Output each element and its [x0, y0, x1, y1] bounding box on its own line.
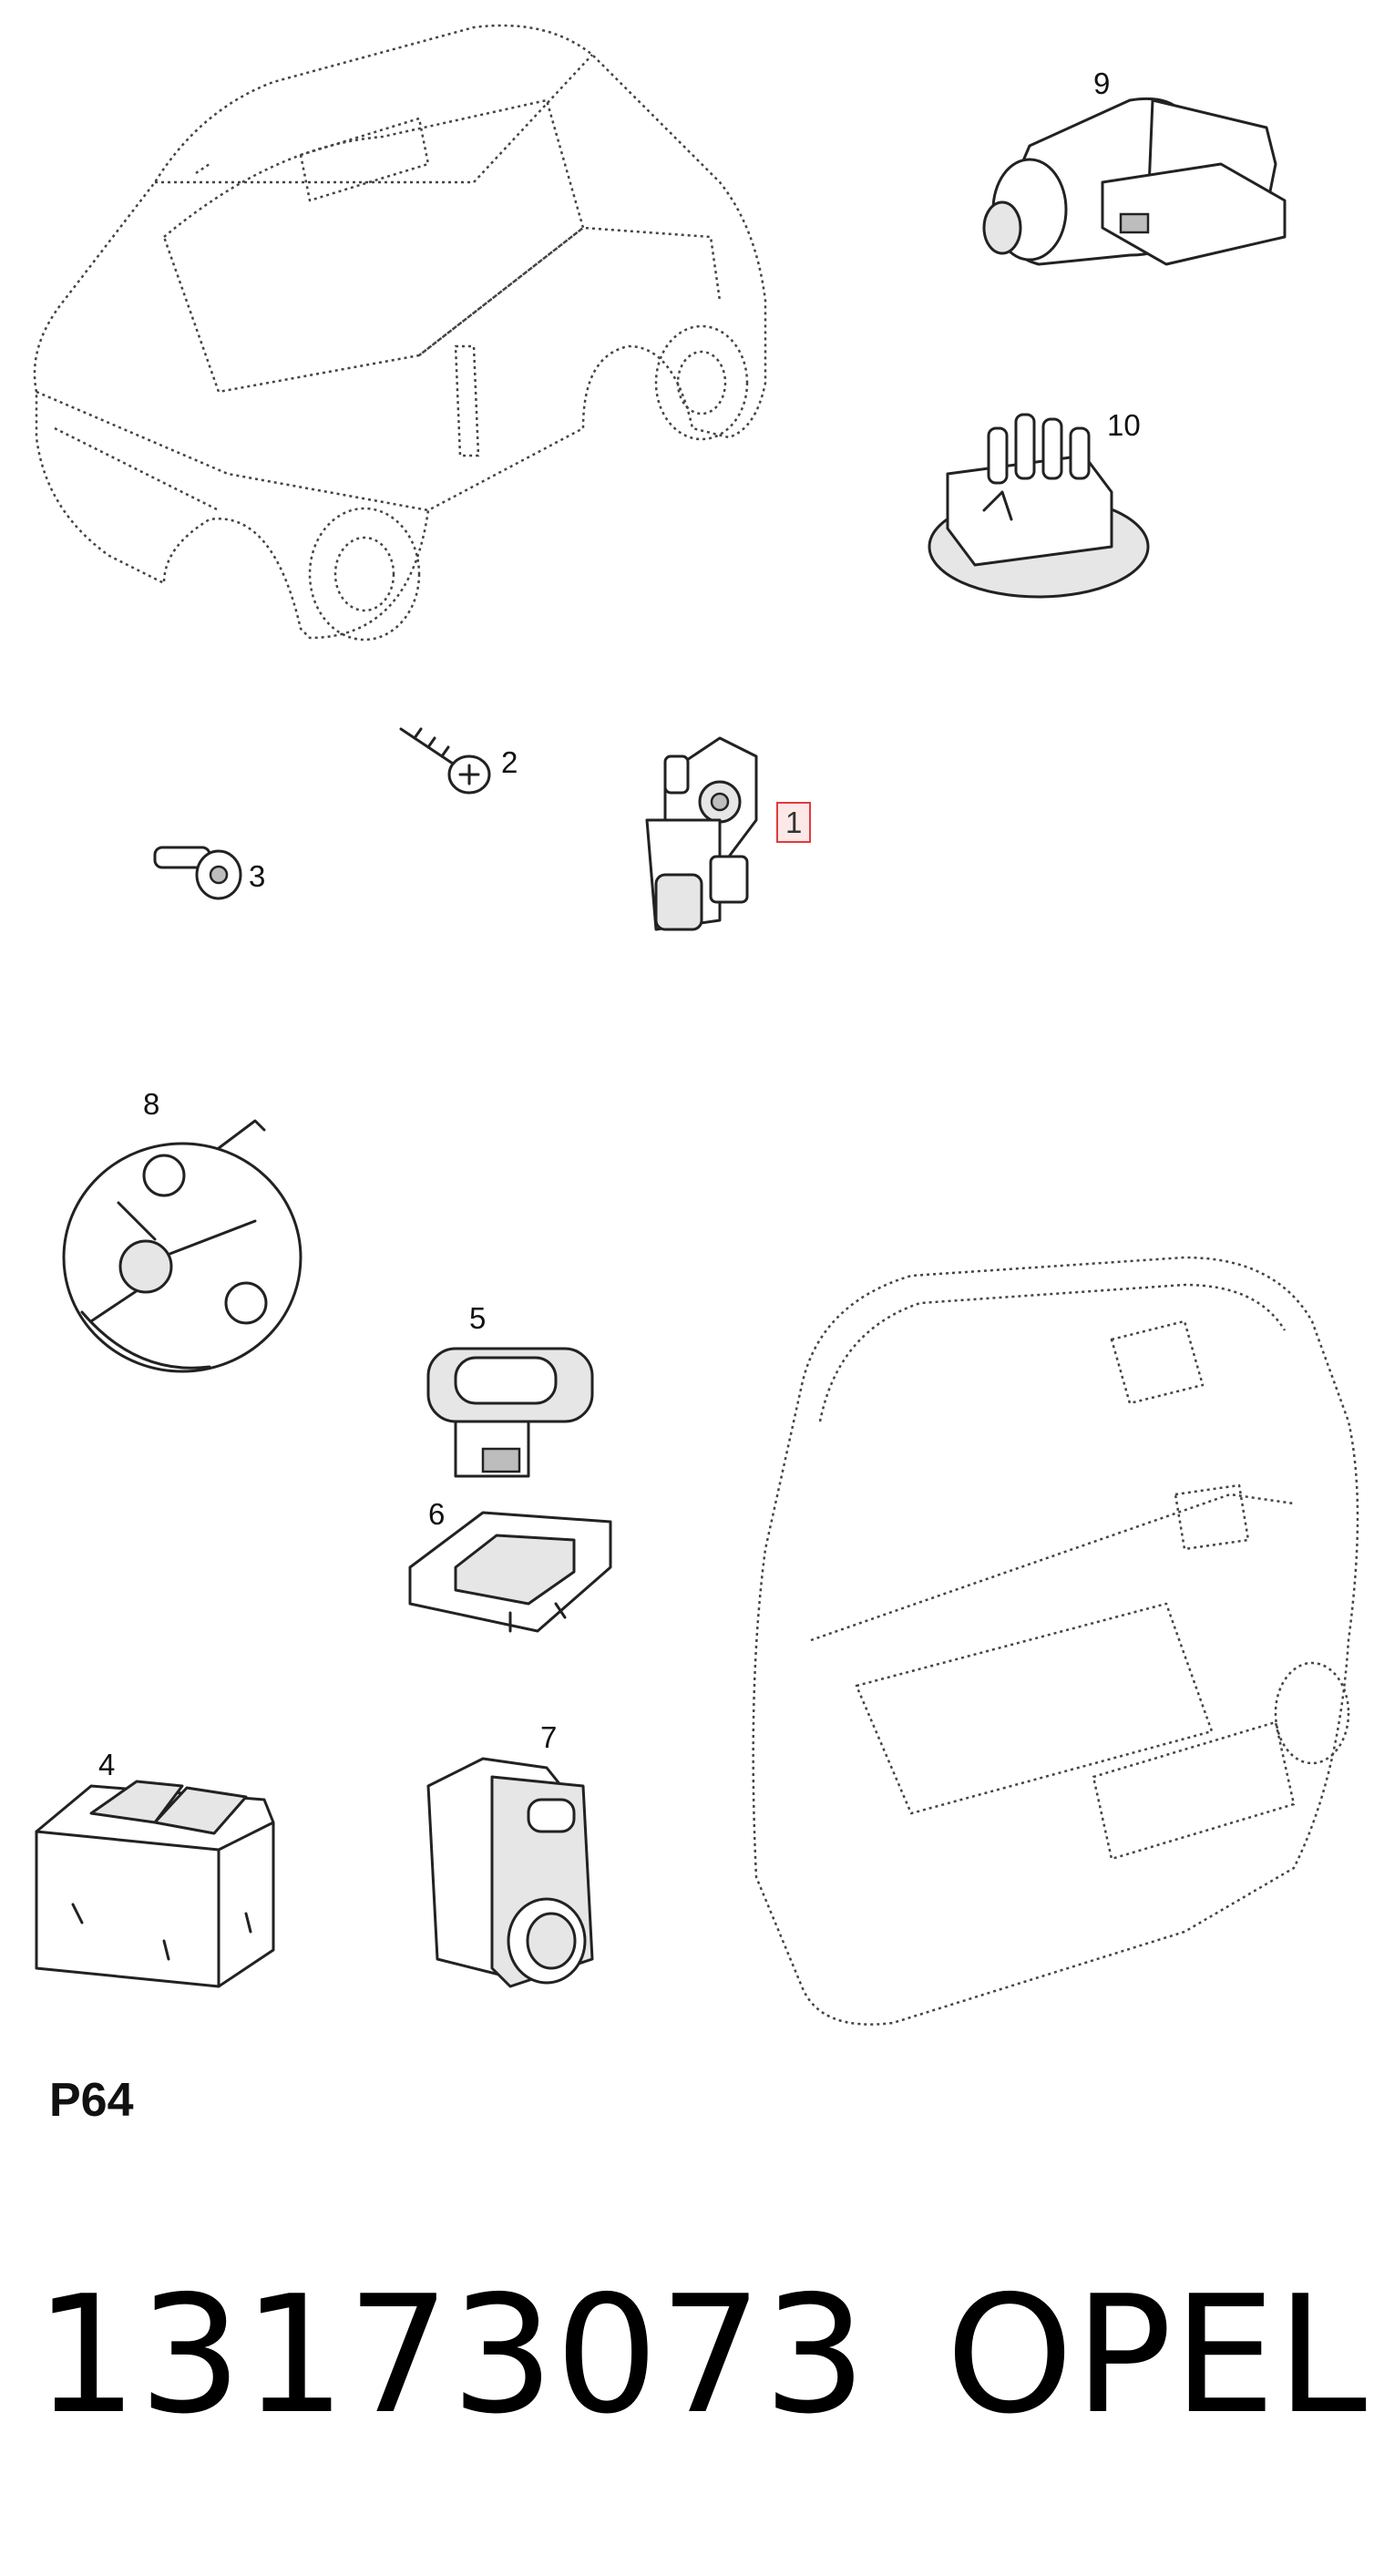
- page-code: P64: [49, 2074, 134, 2127]
- part-4-double-switch-illustration: [35, 1780, 275, 1988]
- callout-6: 6: [428, 1497, 446, 1531]
- part-7-mirror-switch-illustration: [426, 1757, 594, 1988]
- callout-9: 9: [1093, 67, 1111, 100]
- part-3-bolt-illustration: [153, 846, 242, 900]
- callout-5: 5: [469, 1301, 487, 1335]
- callout-8: 8: [143, 1087, 160, 1121]
- part-5-switch-illustration: [426, 1347, 594, 1478]
- callout-2: 2: [501, 745, 518, 779]
- part-1-regulator-motor-illustration: [645, 736, 758, 931]
- callout-10: 10: [1107, 408, 1141, 442]
- parts-diagram: 1 2 3 4 5 6 7 8 9 10: [33, 24, 1359, 2026]
- part-number: 13173073: [35, 2261, 867, 2449]
- footer-caption: 13173073 OPEL: [35, 2261, 1367, 2449]
- part-10-connector-illustration: [928, 413, 1150, 599]
- door-panel-illustration: [752, 1256, 1359, 2026]
- callout-3: 3: [249, 859, 266, 893]
- diagram-artwork: [33, 24, 1359, 2026]
- part-9-motor-illustration: [982, 97, 1287, 266]
- callout-1: 1: [776, 802, 812, 843]
- part-6-bezel-illustration: [408, 1511, 612, 1633]
- callout-7: 7: [540, 1720, 558, 1754]
- brand-name: OPEL: [946, 2261, 1369, 2449]
- part-8-round-cover-illustration: [62, 1119, 302, 1373]
- car-overview-illustration: [33, 24, 767, 641]
- callout-4: 4: [98, 1748, 116, 1781]
- part-2-screw-illustration: [399, 727, 491, 795]
